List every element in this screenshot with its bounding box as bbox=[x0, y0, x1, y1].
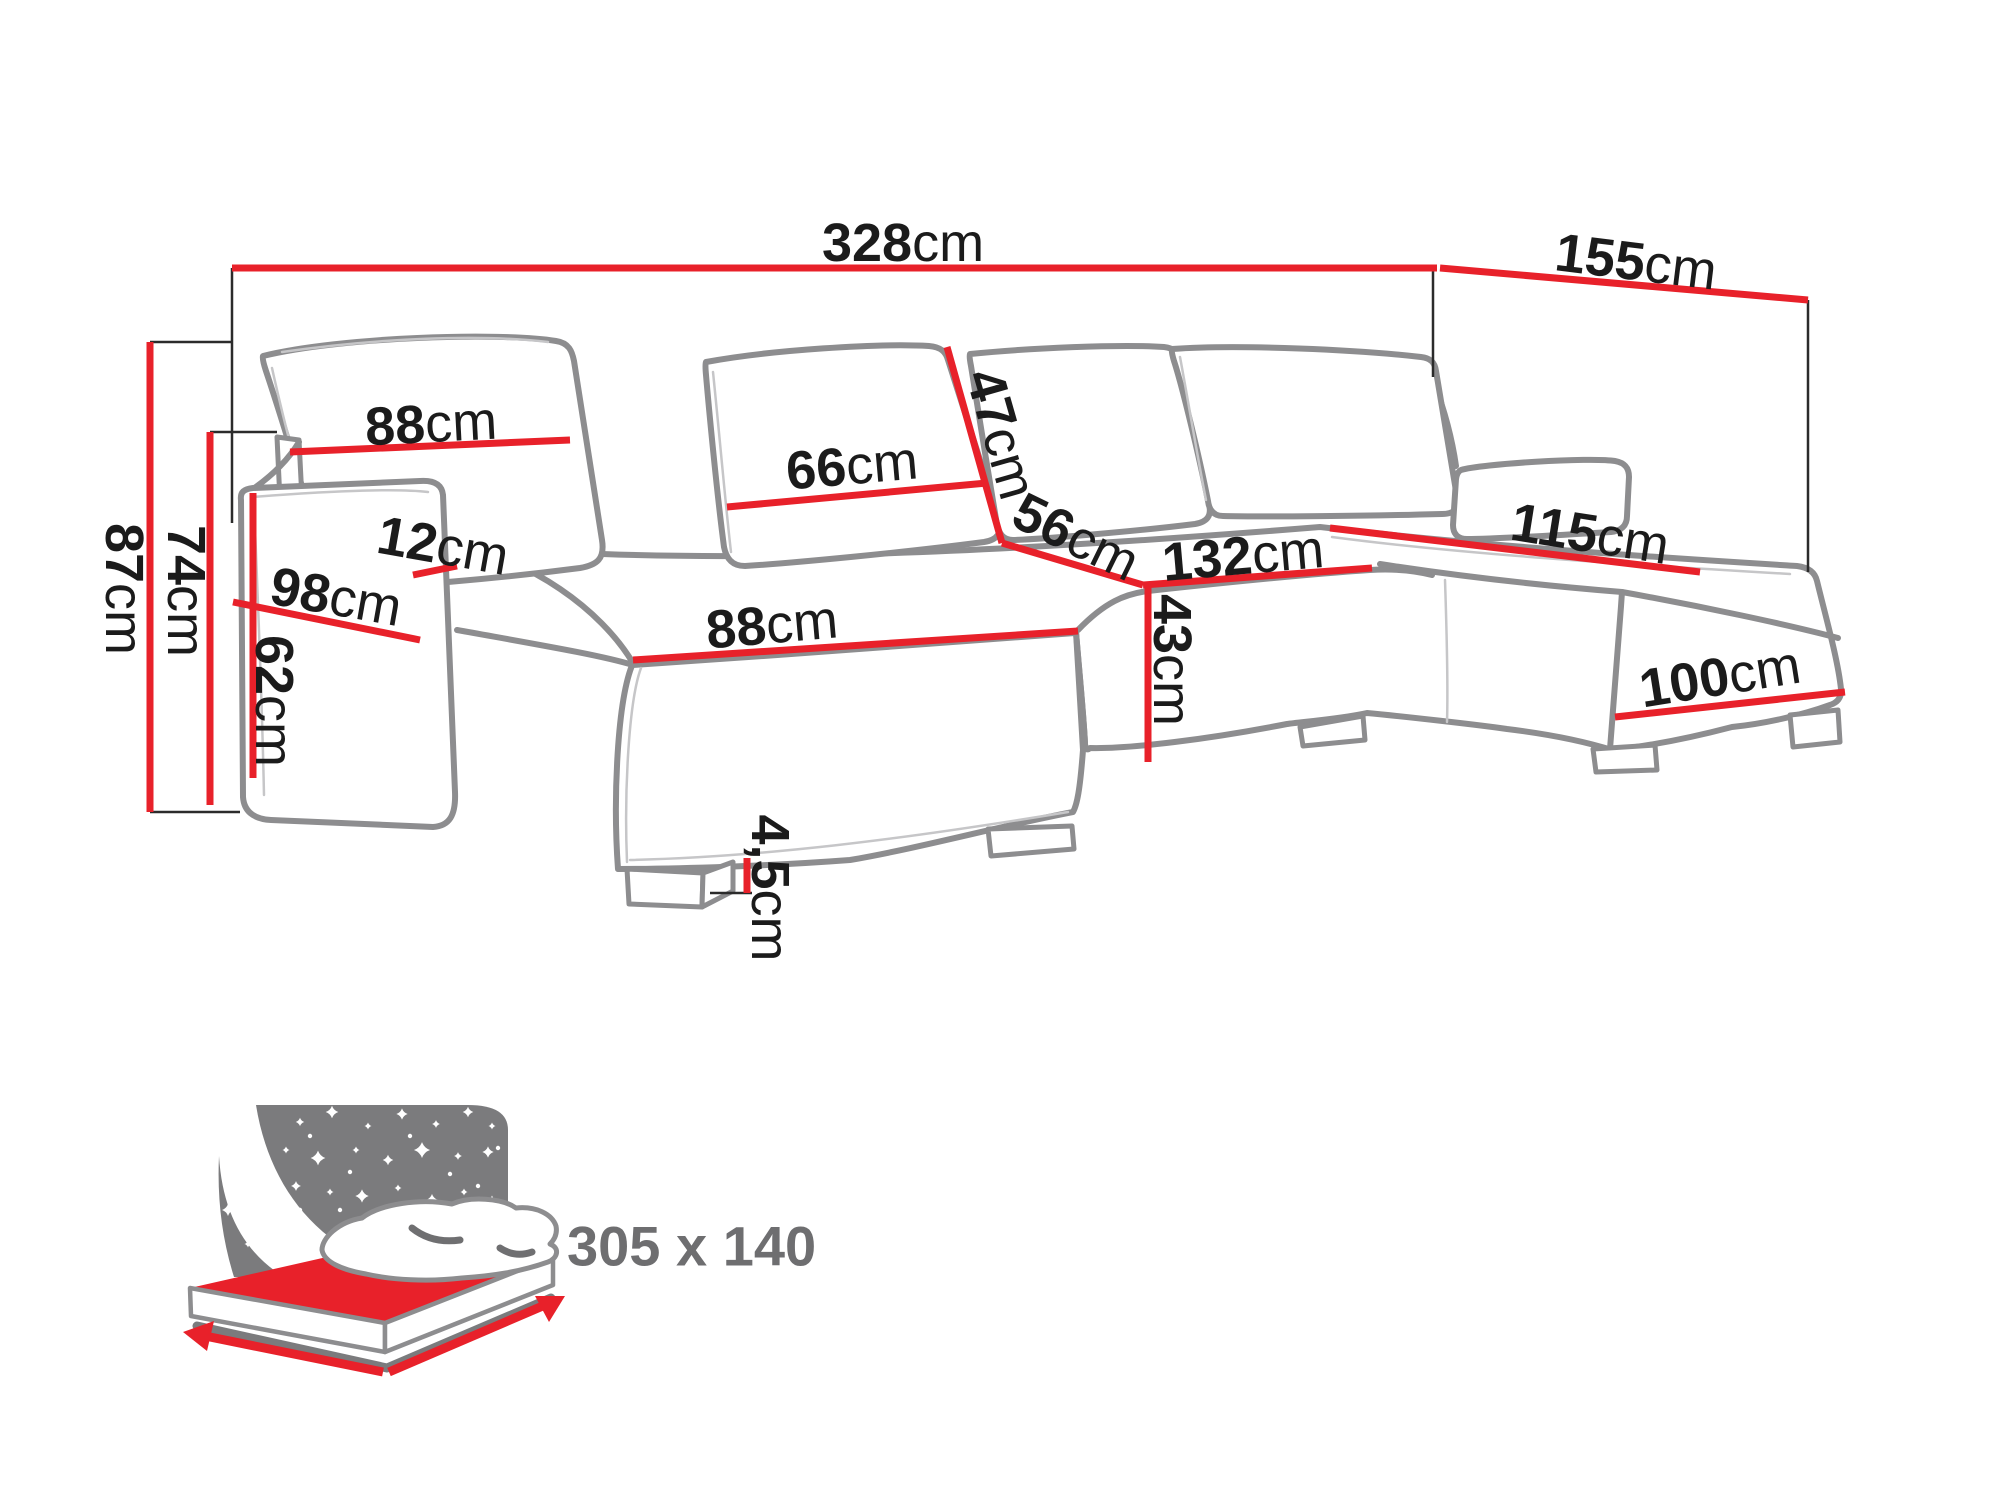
chaise-back-inner-line bbox=[1330, 535, 1792, 576]
dim-label-back-cushion-left: 88cm bbox=[363, 391, 498, 458]
pillow-fold bbox=[496, 1244, 536, 1258]
dim-line-middle-width bbox=[1142, 564, 1373, 589]
cushion-fold-line bbox=[280, 336, 550, 354]
dim-label-seat-height: 43cm bbox=[1142, 594, 1202, 726]
dim-line-right-depth bbox=[1439, 264, 1809, 304]
sofa-leg bbox=[1590, 742, 1660, 775]
dim-label-right-chaise-length: 115cm bbox=[1507, 492, 1674, 576]
dim-line-middle-seat-depth bbox=[1001, 539, 1144, 589]
sofa-sketch bbox=[237, 333, 1845, 910]
dim-label-back-cushion-middle: 66cm bbox=[784, 430, 921, 501]
mattress-front-face bbox=[382, 1254, 556, 1355]
dim-label-armrest-front-height: 62cm bbox=[244, 635, 304, 767]
bed-length-arrow bbox=[387, 1300, 547, 1377]
headboard-sliver bbox=[218, 1156, 284, 1277]
dim-label-right-chaise-front: 100cm bbox=[1635, 635, 1804, 720]
sofa-leg-side bbox=[699, 859, 736, 910]
left-front-inner-line bbox=[624, 666, 643, 864]
left-bottom-inner-line bbox=[628, 810, 1070, 862]
dim-label-leg-height: 4,5cm bbox=[740, 814, 800, 961]
dimension-labels: 328cm 155cm 87cm 74cm 62cm 98cm 12cm 88c… bbox=[94, 213, 1805, 1278]
construction-lines bbox=[150, 268, 1810, 895]
dim-label-right-depth: 155cm bbox=[1552, 222, 1720, 301]
pillow-fold bbox=[408, 1224, 464, 1245]
dim-label-armrest-depth: 98cm bbox=[266, 556, 406, 638]
dim-label-total-height: 87cm bbox=[94, 523, 154, 655]
dim-line-back-cushion-height bbox=[943, 346, 1006, 544]
back-cushion-right-outer bbox=[1168, 344, 1461, 520]
armrest-front-panel bbox=[237, 477, 459, 830]
lumbar-cushion-right bbox=[1450, 456, 1632, 542]
dim-line-armrest-width bbox=[412, 562, 458, 579]
dim-line-right-chaise-length bbox=[1329, 524, 1701, 576]
sofa-leg bbox=[1297, 713, 1368, 749]
stars bbox=[222, 1105, 501, 1267]
dim-label-middle-width: 132cm bbox=[1160, 519, 1327, 593]
chaise-seat-front-edge bbox=[1377, 561, 1841, 641]
dim-line-back-cushion-middle bbox=[726, 479, 988, 511]
armrest-inner-line bbox=[250, 488, 430, 499]
dim-line-right-chaise-front bbox=[1614, 688, 1846, 721]
bed-length-arrowhead bbox=[535, 1296, 565, 1322]
bed-width-arrowhead bbox=[183, 1321, 214, 1351]
dim-label-backrest-height: 74cm bbox=[156, 525, 216, 657]
cushion-fold-line bbox=[711, 370, 733, 554]
cushion-fold-line bbox=[1178, 355, 1208, 502]
dim-line-back-cushion-left bbox=[289, 436, 571, 456]
middle-chaise-corner-line bbox=[1443, 578, 1449, 724]
dim-line-left-seat-width bbox=[632, 627, 1079, 664]
sofa-leg bbox=[985, 823, 1077, 859]
dim-label-armrest-width: 12cm bbox=[373, 505, 513, 587]
dim-label-left-seat-width: 88cm bbox=[704, 589, 841, 660]
sleeping-area-label: 305 x 140 bbox=[567, 1215, 816, 1278]
sleeping-area-icon bbox=[183, 1105, 565, 1377]
module-divider-edge bbox=[1073, 629, 1088, 747]
sofa-leg bbox=[624, 866, 706, 910]
back-cushion-middle bbox=[702, 342, 1004, 569]
bed-width-arrow bbox=[204, 1331, 384, 1377]
dim-label-total-width: 328cm bbox=[822, 213, 984, 273]
back-cushion-right-inner bbox=[966, 342, 1213, 543]
sofa-leg bbox=[1787, 707, 1843, 750]
chaise-front-corner-edge bbox=[1607, 589, 1625, 752]
dimension-lines bbox=[146, 264, 1846, 893]
dim-line-armrest-depth bbox=[232, 598, 421, 644]
armrest-top-sweep bbox=[250, 439, 302, 492]
